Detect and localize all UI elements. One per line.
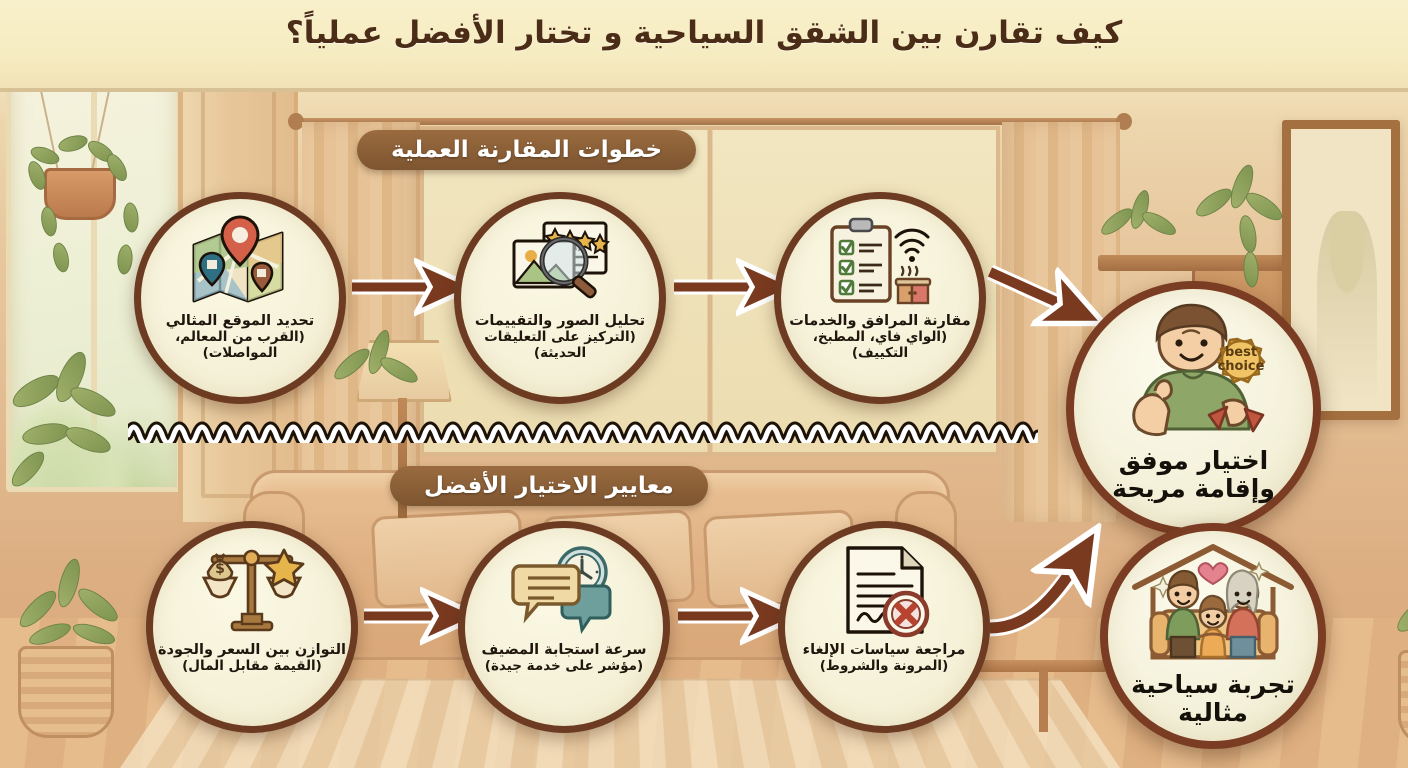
clipboard-checklist-wifi-stove-icon (826, 215, 934, 311)
family-house-icon (1123, 541, 1303, 673)
criteria-node-label: سرعة استجابة المضيف (مؤشر على خدمة جيدة) (466, 642, 662, 675)
result-node-ideal-trip[interactable]: تجربة سياحية مثالية (1100, 523, 1326, 749)
label-line-3: التكييف) (851, 345, 909, 362)
badge-text-line-1: best (1224, 345, 1256, 360)
side-table-leg (1039, 670, 1048, 732)
criteria-node-response[interactable]: سرعة استجابة المضيف (مؤشر على خدمة جيدة) (458, 521, 670, 733)
label-line-2: (التركيز على التعليقات (484, 329, 636, 346)
step-node-label: تحديد الموقع المثالي (القرب من المعالم، … (142, 313, 338, 362)
result-node-good-choice[interactable]: best choice اختيار موفق وإقامة مريحة (1066, 281, 1321, 536)
document-cancel-icon (830, 544, 938, 640)
label-line-2: وإقامة مريحة (1112, 474, 1275, 503)
label-line-1: تحليل الصور والتقييمات (474, 313, 646, 329)
side-table (978, 660, 1108, 672)
label-line-2: (القيمة مقابل المال) (182, 658, 322, 675)
label-line-1: مراجعة سياسات الإلغاء (802, 642, 966, 658)
label-line-2: (مؤشر على خدمة جيدة) (484, 658, 644, 675)
result-node-label: اختيار موفق وإقامة مريحة (1074, 447, 1313, 503)
badge-text-line-2: choice (1217, 359, 1264, 374)
father-figure (1165, 569, 1201, 659)
result-node-label: تجربة سياحية مثالية (1108, 671, 1318, 727)
photo-magnifier-stars-icon (506, 215, 614, 311)
step-node-amenities[interactable]: مقارنة المرافق والخدمات (الواي فاي، المط… (774, 192, 986, 404)
label-line-2: مثالية (1178, 698, 1248, 727)
lamp-stand (398, 398, 407, 518)
label-line-3: الحديثة) (533, 345, 587, 362)
section-header-steps: خطوات المقارنة العملية (357, 130, 697, 170)
step-node-location[interactable]: تحديد الموقع المثالي (القرب من المعالم، … (134, 192, 346, 404)
mother-figure (1225, 569, 1261, 659)
child-figure (1198, 594, 1228, 659)
shelf (1098, 255, 1338, 271)
balance-scale-money-star-icon: $ (198, 544, 306, 640)
chat-bubbles-clock-icon (510, 544, 618, 640)
label-line-1: اختيار موفق (1118, 446, 1269, 475)
step-node-label: مقارنة المرافق والخدمات (الواي فاي، المط… (782, 313, 978, 362)
map-pin-icon (186, 215, 294, 311)
thumbs-up-person-badge-icon: best choice (1099, 299, 1289, 453)
title-banner (0, 0, 1408, 92)
label-line-2: (الواي فاي، المطبخ، (812, 329, 948, 346)
step-node-reviews[interactable]: تحليل الصور والتقييمات (التركيز على التع… (454, 192, 666, 404)
label-line-1: تحديد الموقع المثالي (165, 313, 315, 329)
criteria-node-value[interactable]: $ التوازن بين السعر والجودة (القيمة مقاب… (146, 521, 358, 733)
label-line-1: التوازن بين السعر والجودة (157, 642, 347, 658)
page-title: كيف تقارن بين الشقق السياحية و تختار الأ… (285, 15, 1123, 51)
criteria-node-cancellation[interactable]: مراجعة سياسات الإلغاء (المرونة والشروط) (778, 521, 990, 733)
step-node-label: تحليل الصور والتقييمات (التركيز على التع… (462, 313, 658, 362)
label-line-2: (المرونة والشروط) (819, 658, 949, 675)
label-line-2: (القرب من المعالم، (175, 329, 305, 346)
label-line-1: تجربة سياحية (1131, 670, 1295, 699)
framed-picture (1282, 120, 1400, 420)
zigzag-divider (128, 421, 1038, 443)
svg-text:$: $ (215, 561, 225, 577)
label-line-3: المواصلات) (202, 345, 278, 362)
section-header-criteria: معايير الاختيار الأفضل (390, 466, 708, 506)
curtain-rod (288, 113, 1132, 130)
label-line-1: سرعة استجابة المضيف (481, 642, 647, 658)
label-line-1: مقارنة المرافق والخدمات (789, 313, 971, 329)
criteria-node-label: مراجعة سياسات الإلغاء (المرونة والشروط) (786, 642, 982, 675)
criteria-node-label: التوازن بين السعر والجودة (القيمة مقابل … (154, 642, 350, 675)
